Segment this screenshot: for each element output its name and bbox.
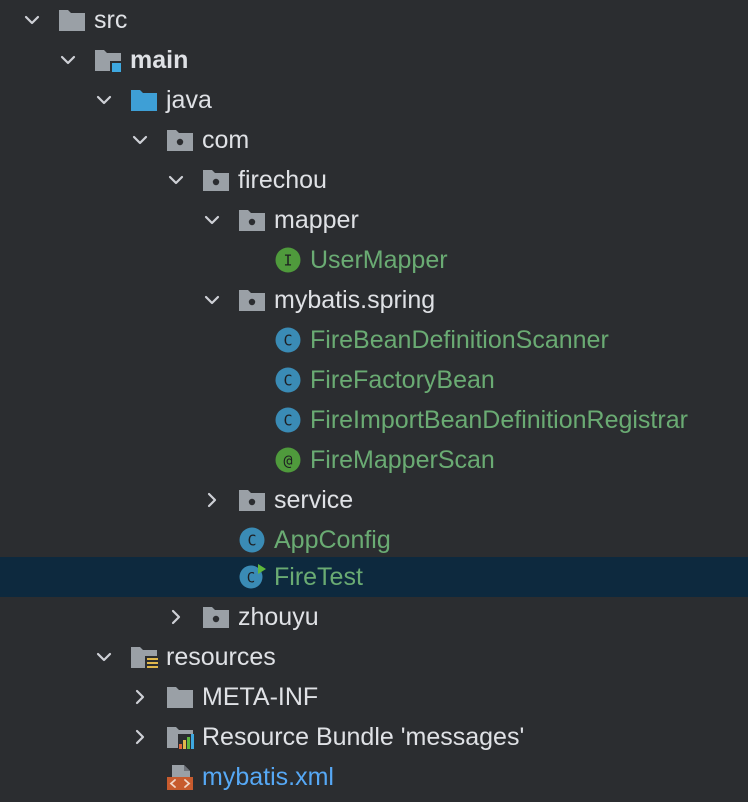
interface-icon: I <box>274 247 302 273</box>
tree-label-fire-mapper-scan: FireMapperScan <box>310 446 495 474</box>
tree-row-mybatis-xml[interactable]: mybatis.xml <box>0 757 748 797</box>
tree-label-java: java <box>166 86 212 114</box>
class-badge-text: C <box>247 532 256 550</box>
package-icon <box>202 604 230 630</box>
resource-bundle-icon <box>166 724 194 750</box>
chevron-right-icon[interactable] <box>202 490 222 510</box>
tree-label-fire-factory-bean: FireFactoryBean <box>310 366 495 394</box>
resources-folder-icon <box>130 644 158 670</box>
tree-label-resources: resources <box>166 643 276 671</box>
tree-label-com: com <box>202 126 250 154</box>
tree-row-fire-bean-definition-scanner[interactable]: C FireBeanDefinitionScanner <box>0 320 748 360</box>
class-badge-text: C <box>247 571 255 587</box>
tree-label-mybatis-spring: mybatis.spring <box>274 286 436 314</box>
interface-badge-text: I <box>283 252 292 270</box>
class-badge-text: C <box>283 412 292 430</box>
chevron-down-icon[interactable] <box>130 130 150 150</box>
folder-icon <box>166 684 194 710</box>
tree-row-com[interactable]: com <box>0 120 748 160</box>
class-icon: C <box>274 407 302 433</box>
tree-label-user-mapper: UserMapper <box>310 246 448 274</box>
tree-label-mapper: mapper <box>274 206 359 234</box>
tree-row-app-config[interactable]: C AppConfig <box>0 520 748 560</box>
source-folder-icon <box>130 87 158 113</box>
tree-row-user-mapper[interactable]: I UserMapper <box>0 240 748 280</box>
tree-label-meta-inf: META-INF <box>202 683 319 711</box>
package-icon <box>238 207 266 233</box>
tree-label-zhouyu: zhouyu <box>238 603 319 631</box>
chevron-down-icon[interactable] <box>22 10 42 30</box>
tree-row-fire-import-bean-definition-registrar[interactable]: C FireImportBeanDefinitionRegistrar <box>0 400 748 440</box>
test-class-icon: C <box>238 563 266 589</box>
tree-label-service: service <box>274 486 354 514</box>
package-icon <box>202 167 230 193</box>
tree-label-fire-import-bean-definition-registrar: FireImportBeanDefinitionRegistrar <box>310 406 688 434</box>
chevron-down-icon[interactable] <box>202 210 222 230</box>
chevron-right-icon[interactable] <box>130 727 150 747</box>
module-source-folder-icon <box>94 47 122 73</box>
tree-row-fire-mapper-scan[interactable]: @ FireMapperScan <box>0 440 748 480</box>
tree-row-fire-factory-bean[interactable]: C FireFactoryBean <box>0 360 748 400</box>
tree-row-resource-bundle[interactable]: Resource Bundle 'messages' <box>0 717 748 757</box>
class-badge-text: C <box>283 332 292 350</box>
chevron-right-icon[interactable] <box>166 607 186 627</box>
annotation-icon: @ <box>274 447 302 473</box>
class-icon: C <box>274 367 302 393</box>
tree-label-fire-bean-definition-scanner: FireBeanDefinitionScanner <box>310 326 609 354</box>
package-icon <box>238 287 266 313</box>
xml-file-icon <box>166 764 194 790</box>
tree-row-resources[interactable]: resources <box>0 637 748 677</box>
tree-label-app-config: AppConfig <box>274 526 391 554</box>
tree-row-mapper[interactable]: mapper <box>0 200 748 240</box>
chevron-down-icon[interactable] <box>94 647 114 667</box>
chevron-down-icon[interactable] <box>166 170 186 190</box>
chevron-right-icon[interactable] <box>130 687 150 707</box>
tree-label-src: src <box>94 6 128 34</box>
tree-row-java[interactable]: java <box>0 80 748 120</box>
chevron-down-icon[interactable] <box>202 290 222 310</box>
folder-icon <box>58 7 86 33</box>
tree-row-firechou[interactable]: firechou <box>0 160 748 200</box>
tree-row-service[interactable]: service <box>0 480 748 520</box>
tree-label-main: main <box>130 46 189 74</box>
package-icon <box>238 487 266 513</box>
package-icon <box>166 127 194 153</box>
tree-label-fire-test: FireTest <box>274 563 363 591</box>
tree-row-main[interactable]: main <box>0 40 748 80</box>
chevron-down-icon[interactable] <box>94 90 114 110</box>
tree-row-src[interactable]: src <box>0 0 748 40</box>
tree-row-zhouyu[interactable]: zhouyu <box>0 597 748 637</box>
tree-label-resource-bundle: Resource Bundle 'messages' <box>202 723 525 751</box>
tree-label-firechou: firechou <box>238 166 327 194</box>
tree-row-mybatis-spring[interactable]: mybatis.spring <box>0 280 748 320</box>
annotation-badge-text: @ <box>283 452 292 470</box>
class-icon: C <box>238 527 266 553</box>
chevron-down-icon[interactable] <box>58 50 78 70</box>
tree-row-meta-inf[interactable]: META-INF <box>0 677 748 717</box>
class-icon: C <box>274 327 302 353</box>
tree-row-fire-test[interactable]: C FireTest <box>0 557 748 597</box>
tree-label-mybatis-xml: mybatis.xml <box>202 763 334 791</box>
class-badge-text: C <box>283 372 292 390</box>
